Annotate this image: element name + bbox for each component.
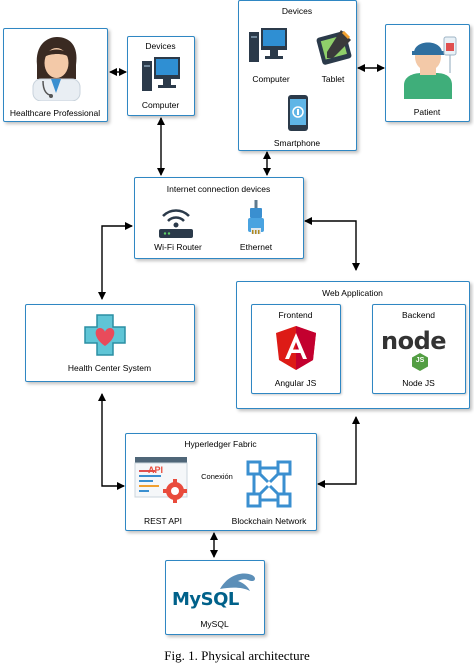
hyperledger-title: Hyperledger Fabric	[184, 439, 257, 449]
angular-logo-icon	[276, 326, 316, 370]
wifi-router-label: Wi-Fi Router	[154, 242, 202, 252]
mysql-dolphin-icon	[220, 573, 255, 591]
ethernet-icon	[248, 200, 264, 234]
wifi-router-icon	[159, 209, 193, 238]
web-application-title: Web Application	[322, 288, 383, 298]
rest-api-icon	[134, 457, 188, 503]
mysql-label: MySQL	[200, 619, 229, 629]
node-logo-text: node	[381, 327, 447, 355]
health-center-system-node: Health Center System	[25, 304, 195, 382]
devices-left-title: Devices	[145, 41, 176, 51]
frontend-title: Frontend	[278, 310, 313, 320]
health-cross-icon	[84, 314, 126, 356]
mysql-node: MySQL MySQL	[165, 560, 265, 635]
patient-node: Patient	[385, 24, 470, 122]
computer-icon	[249, 28, 287, 62]
conexion-label: Conexión	[201, 472, 233, 481]
web-application-node: Web Application Frontend Angular JS Back…	[236, 281, 470, 409]
devices-top-computer-label: Computer	[252, 74, 290, 84]
edge-webapp-hyperledger	[317, 416, 360, 488]
computer-icon	[142, 57, 180, 91]
mysql-logo-text: MySQL	[172, 589, 239, 610]
frontend-node: Frontend Angular JS	[251, 304, 341, 394]
node-js-badge-icon	[412, 353, 428, 371]
devices-left-node: Devices Computer	[127, 36, 195, 116]
devices-top-node: Devices Computer Tablet Smartphone	[238, 0, 357, 151]
health-center-label: Health Center System	[67, 363, 152, 373]
node-js-badge-text: JS	[415, 357, 425, 364]
healthcare-professional-node: Healthcare Professional	[3, 28, 108, 122]
devices-left-computer-label: Computer	[141, 100, 180, 110]
tablet-icon	[316, 30, 352, 65]
internet-connection-node: Internet connection devices Wi-Fi Router…	[134, 177, 304, 259]
figure-caption: Fig. 1. Physical architecture	[164, 648, 310, 663]
patient-icon	[404, 36, 457, 99]
devices-top-tablet-label: Tablet	[321, 74, 345, 84]
angular-label: Angular JS	[274, 378, 317, 388]
ethernet-label: Ethernet	[239, 242, 273, 252]
api-text: API	[148, 465, 164, 475]
backend-title: Backend	[401, 310, 436, 320]
node-js-label: Node JS	[402, 378, 435, 388]
devices-top-title: Devices	[281, 6, 313, 16]
rest-api-label: REST API	[143, 516, 183, 526]
edge-internet-webapp	[304, 217, 360, 271]
devices-top-smartphone-label: Smartphone	[273, 138, 321, 148]
edge-healthcenter-hyperledger	[98, 393, 125, 490]
smartphone-icon	[288, 95, 308, 131]
internet-title: Internet connection devices	[166, 184, 271, 194]
blockchain-network-label: Blockchain Network	[231, 516, 307, 526]
healthcare-professional-label: Healthcare Professional	[9, 108, 101, 118]
hyperledger-fabric-node: Hyperledger Fabric API REST API Conexión…	[125, 433, 317, 531]
blockchain-network-icon	[246, 460, 292, 508]
patient-label: Patient	[413, 107, 441, 117]
doctor-icon	[32, 37, 81, 101]
edge-internet-healthcenter	[98, 222, 133, 300]
backend-node: Backend node JS Node JS	[372, 304, 466, 394]
